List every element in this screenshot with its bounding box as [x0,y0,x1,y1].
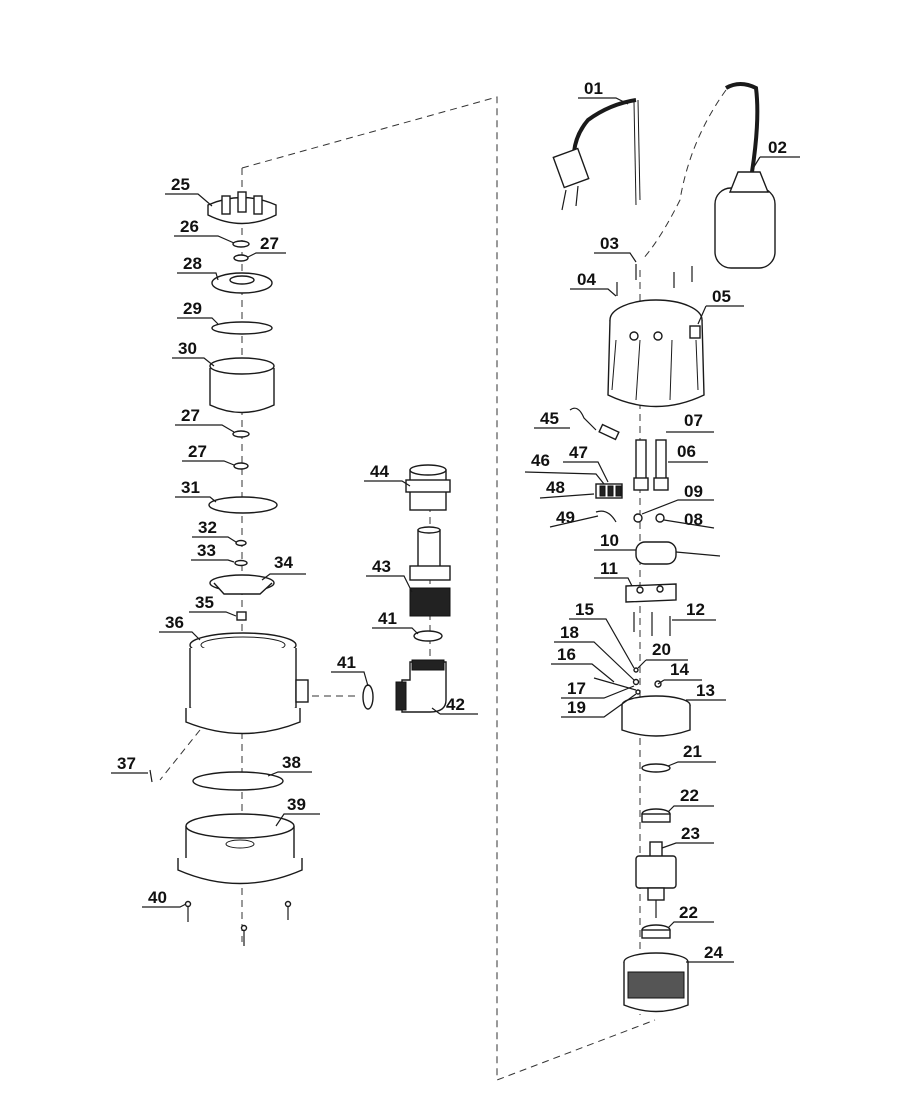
label-21: 21 [683,742,702,761]
part-35-bushing [236,611,247,621]
part-49-tie [595,510,617,523]
label-35: 35 [195,593,214,612]
part-03-04-screws [616,264,693,296]
part-31-ring [208,496,278,514]
part-10-capacitor [635,541,721,565]
label-36: 36 [165,613,184,632]
label-04: 04 [577,270,596,289]
label-15: 15 [575,600,594,619]
part-13-end-cap [621,695,691,737]
label-22a: 22 [680,786,699,805]
label-28: 28 [183,254,202,273]
part-12-screws [633,612,671,636]
part-27-washer-a [233,254,249,262]
part-26-washer [232,240,250,248]
label-23: 23 [681,824,700,843]
part-08-nut [655,513,665,523]
part-37-pin [149,769,153,783]
label-19: 19 [567,698,586,717]
part-40-screws [184,900,292,946]
part-27-washer-b [232,430,250,438]
part-42-elbow [395,659,447,713]
label-42: 42 [446,695,465,714]
part-22-bearing-lower [641,924,671,939]
label-14: 14 [670,660,689,679]
label-41a: 41 [378,609,397,628]
label-11: 11 [600,559,618,578]
part-21-washer [641,763,671,773]
part-44-adapter [405,464,451,511]
label-18: 18 [560,623,579,642]
label-07: 07 [684,411,703,430]
part-25-strainer [207,191,277,225]
label-16: 16 [557,645,576,664]
part-41-ring-b [362,684,374,710]
part-38-gasket [192,771,284,791]
label-20: 20 [652,640,671,659]
label-29: 29 [183,299,202,318]
label-33: 33 [197,541,216,560]
label-01: 01 [584,79,603,98]
part-28-cover [211,272,273,294]
label-49: 49 [556,508,575,527]
label-27a: 27 [260,234,279,253]
label-13: 13 [696,681,715,700]
part-43-connector [409,526,451,617]
label-37: 37 [117,754,136,773]
label-17: 17 [567,679,586,698]
part-36-housing [185,632,309,735]
label-32: 32 [198,518,217,537]
part-09-nut [633,513,643,523]
part-34-impeller [209,574,275,595]
part-14-20-small [593,667,662,695]
label-38: 38 [282,753,301,772]
part-01-power-cord [552,98,641,211]
part-24-stator [623,952,689,1013]
callout-labels: 01 02 03 04 05 45 07 06 47 46 48 09 49 0… [111,79,800,963]
part-33-washer [234,559,248,567]
label-10: 10 [600,531,619,550]
label-45: 45 [540,409,559,428]
label-22b: 22 [679,903,698,922]
part-30-cylinder [209,357,275,414]
label-27c: 27 [188,442,207,461]
label-24: 24 [704,943,723,962]
label-27b: 27 [181,406,200,425]
part-45-clip-body [598,423,620,441]
part-27-washer-c [233,462,249,470]
label-06: 06 [677,442,696,461]
label-43: 43 [372,557,391,576]
part-32-nut [235,539,247,547]
label-47: 47 [569,443,588,462]
label-26: 26 [180,217,199,236]
part-06-07-sleeves [633,439,669,491]
part-05-motor-cover [607,299,705,408]
label-34: 34 [274,553,293,572]
label-25: 25 [171,175,190,194]
label-03: 03 [600,234,619,253]
label-30: 30 [178,339,197,358]
label-02: 02 [768,138,787,157]
part-46-48-terminal [595,483,623,499]
part-39-base [177,813,303,885]
label-39: 39 [287,795,306,814]
label-31: 31 [181,478,200,497]
part-29-ring [211,321,273,335]
label-09: 09 [684,482,703,501]
label-40: 40 [148,888,167,907]
label-05: 05 [712,287,731,306]
label-48: 48 [546,478,565,497]
part-22-bearing-upper [641,808,671,823]
label-41b: 41 [337,653,356,672]
part-45-clip [569,407,597,431]
part-23-rotor [635,841,677,918]
label-12: 12 [686,600,705,619]
part-02-float-switch [714,82,776,269]
part-11-bracket [625,583,677,603]
part-41-ring-a [413,630,443,642]
label-44: 44 [370,462,389,481]
label-46: 46 [531,451,550,470]
